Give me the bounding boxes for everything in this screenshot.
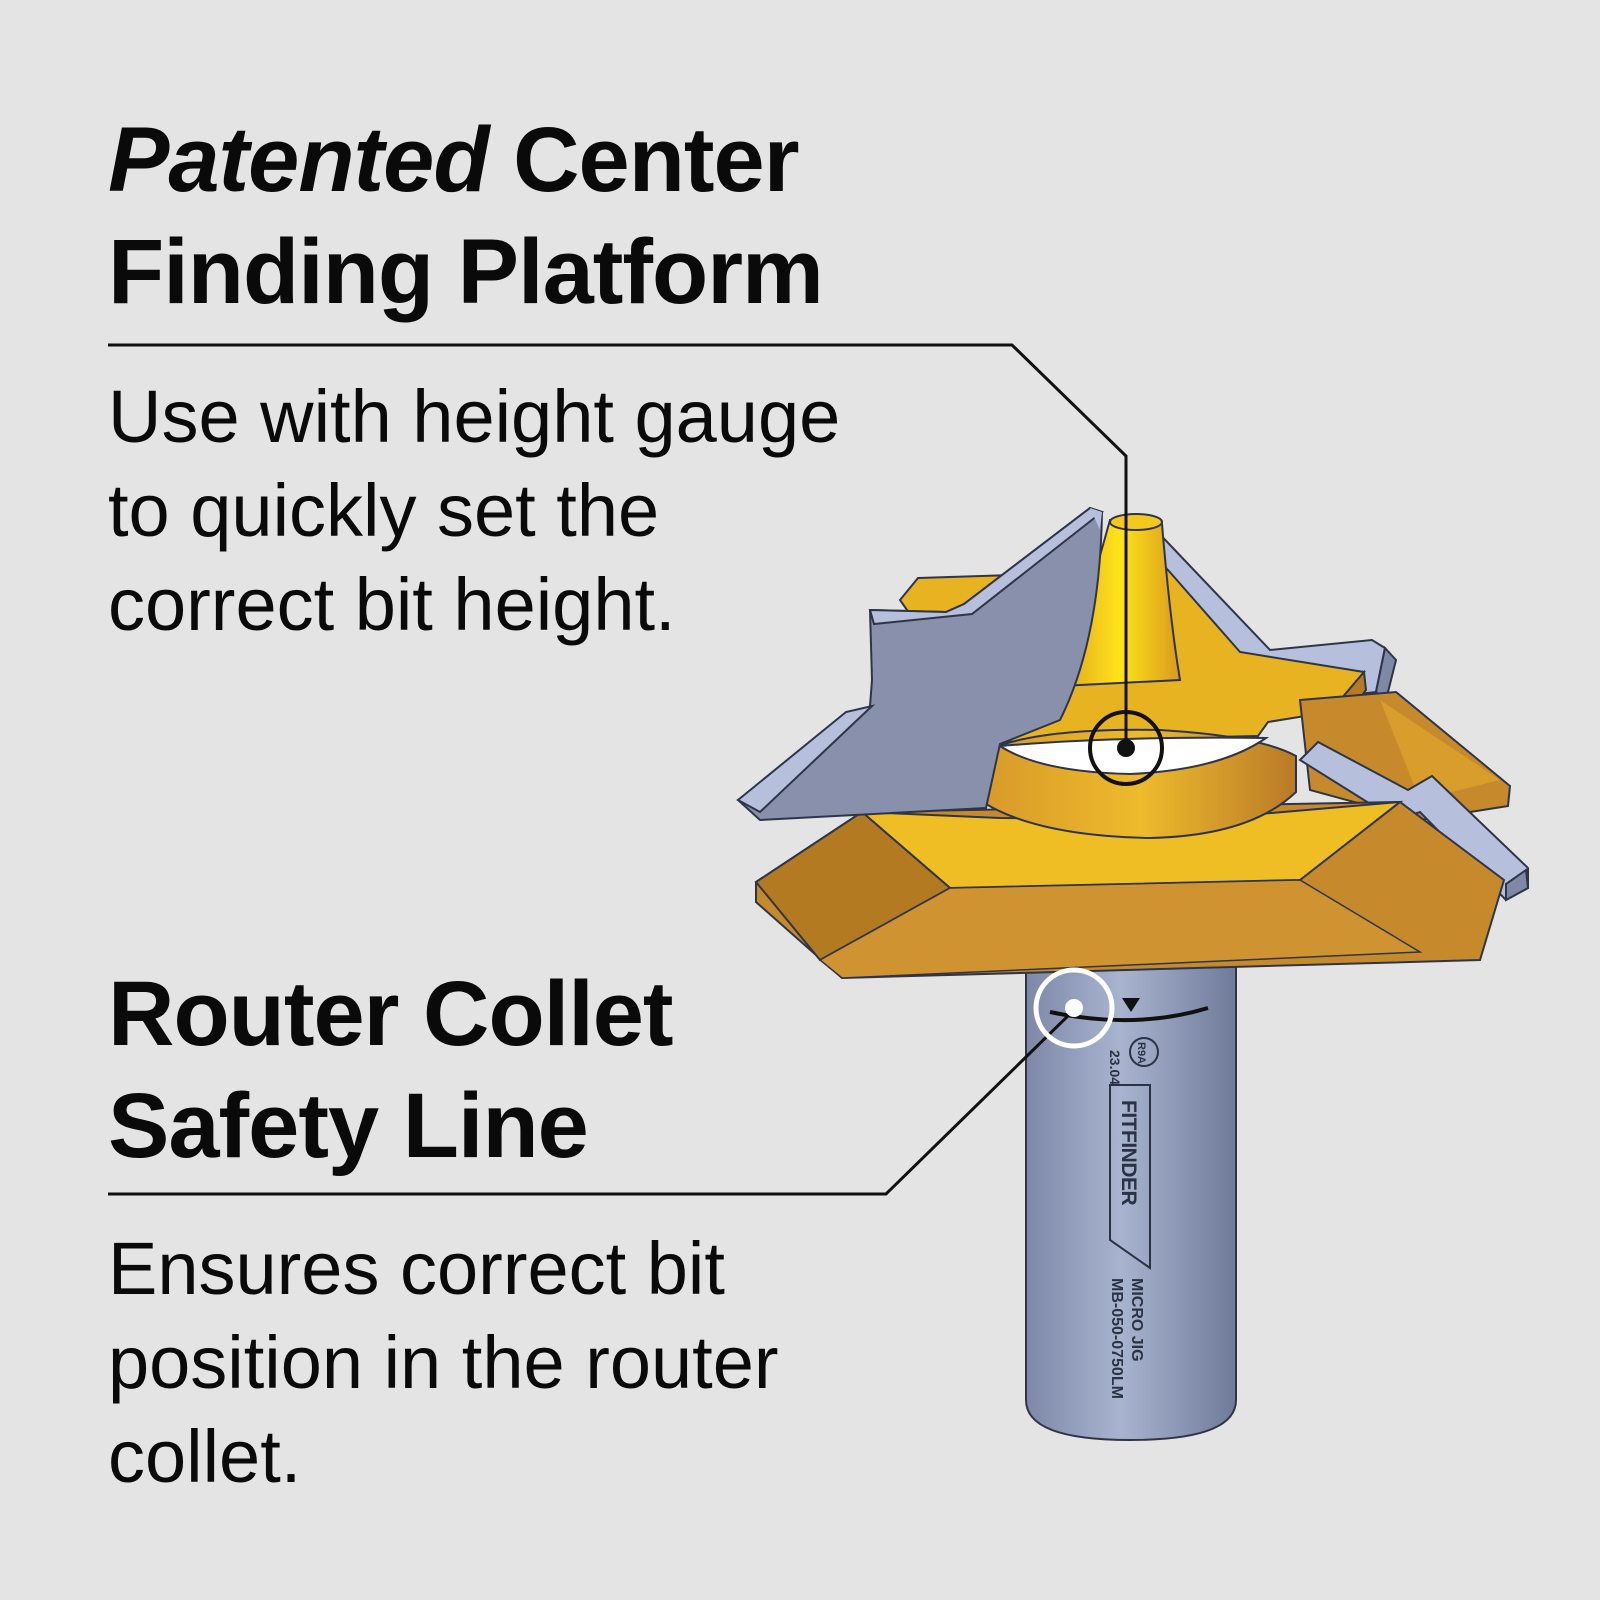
lower-gold-body (754, 800, 1506, 980)
safety-line-arrow-icon (1122, 998, 1140, 1012)
shank: 23.04 R9A FITFINDER MICRO JIG MB-050-075… (1025, 957, 1237, 1442)
platform-leader-line (108, 343, 1128, 748)
brand-badge-text: FITFINDER (1117, 1100, 1140, 1205)
platform-callout-ring (1088, 710, 1164, 786)
circle-code-text: R9A (1135, 1042, 1147, 1064)
brand-badge (1109, 1084, 1151, 1270)
platform-white-face (997, 736, 1270, 776)
collet-heading: Router Collet Safety Line (108, 958, 674, 1182)
part-number-text: MB-050-0750LM (1108, 1278, 1125, 1399)
collet-description-line: Ensures correct bit (108, 1227, 725, 1310)
maker-text: MICRO JIG (1128, 1278, 1145, 1362)
collet-callout-ring (1033, 967, 1115, 1049)
cone-top (1109, 513, 1163, 531)
center-finding-platform (984, 728, 1297, 840)
platform-heading-rest: Center (513, 109, 799, 211)
date-code-text: 23.04 (1107, 1050, 1123, 1085)
collet-heading-line-2: Safety Line (108, 1075, 589, 1177)
platform-heading-line-1: Patented Center (108, 104, 823, 216)
code-circle (1129, 1037, 1159, 1067)
platform-description-line: correct bit height. (108, 563, 676, 646)
collet-description: Ensures correct bit position in the rout… (108, 1222, 779, 1504)
collet-callout-dot (1065, 999, 1083, 1017)
collet-leader-line (108, 1008, 1076, 1196)
collet-description-line: collet. (108, 1415, 302, 1498)
platform-description-line: Use with height gauge (108, 375, 841, 458)
platform-callout-dot (1117, 739, 1135, 757)
front-carbide-cutter (736, 506, 1105, 822)
platform-heading-italic: Patented (108, 109, 490, 211)
platform-heading: Patented Center Finding Platform (108, 104, 824, 328)
platform-heading-line-2: Finding Platform (108, 221, 824, 323)
collet-heading-line-1: Router Collet (108, 963, 674, 1065)
platform-description-line: to quickly set the (108, 469, 660, 552)
collet-description-line: position in the router (108, 1321, 779, 1404)
platform-description: Use with height gauge to quickly set the… (108, 370, 840, 652)
